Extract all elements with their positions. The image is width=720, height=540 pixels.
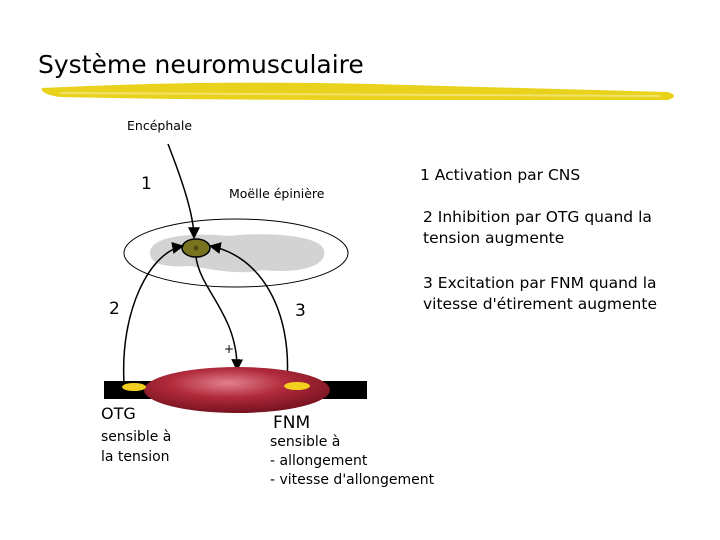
- fnm-sensor: [284, 382, 310, 390]
- pathway-2-number: 2: [109, 299, 120, 319]
- pathway-3-arrow: [208, 242, 289, 383]
- muscle: [144, 367, 330, 413]
- pathway-1-arrow: [167, 143, 200, 240]
- motor-axon-arrow: [195, 256, 244, 372]
- pathway-3-number: 3: [295, 301, 306, 321]
- pathway-1-number: 1: [141, 174, 152, 194]
- legend-item-2: 2 Inhibition par OTG quand la tension au…: [423, 208, 652, 247]
- title-underline: [41, 82, 675, 100]
- otg-description: sensible à la tension: [101, 429, 172, 465]
- fnm-title: FNM: [273, 413, 311, 433]
- spinal-cord-label: Moëlle épinière: [229, 186, 325, 201]
- legend-item-1: 1 Activation par CNS: [420, 166, 581, 184]
- fnm-description-line: sensible à: [270, 434, 341, 450]
- fnm-description-line: - vitesse d'allongement: [270, 472, 435, 488]
- pathway-2-arrow: [122, 242, 185, 384]
- fnm-description: sensible à - allongement - vitesse d'all…: [270, 433, 434, 490]
- encephale-label: Encéphale: [127, 118, 193, 133]
- page-title: Système neuromusculaire: [38, 50, 364, 79]
- otg-title: OTG: [101, 404, 136, 423]
- otg-sensor: [122, 383, 146, 391]
- legend-item-3: 3 Excitation par FNM quand la vitesse d'…: [423, 274, 657, 313]
- motor-neuron-nucleus: [193, 245, 199, 251]
- right-tendon: [320, 381, 367, 399]
- excitation-plus-sign: +: [224, 342, 235, 356]
- fnm-description-line: - allongement: [270, 453, 368, 469]
